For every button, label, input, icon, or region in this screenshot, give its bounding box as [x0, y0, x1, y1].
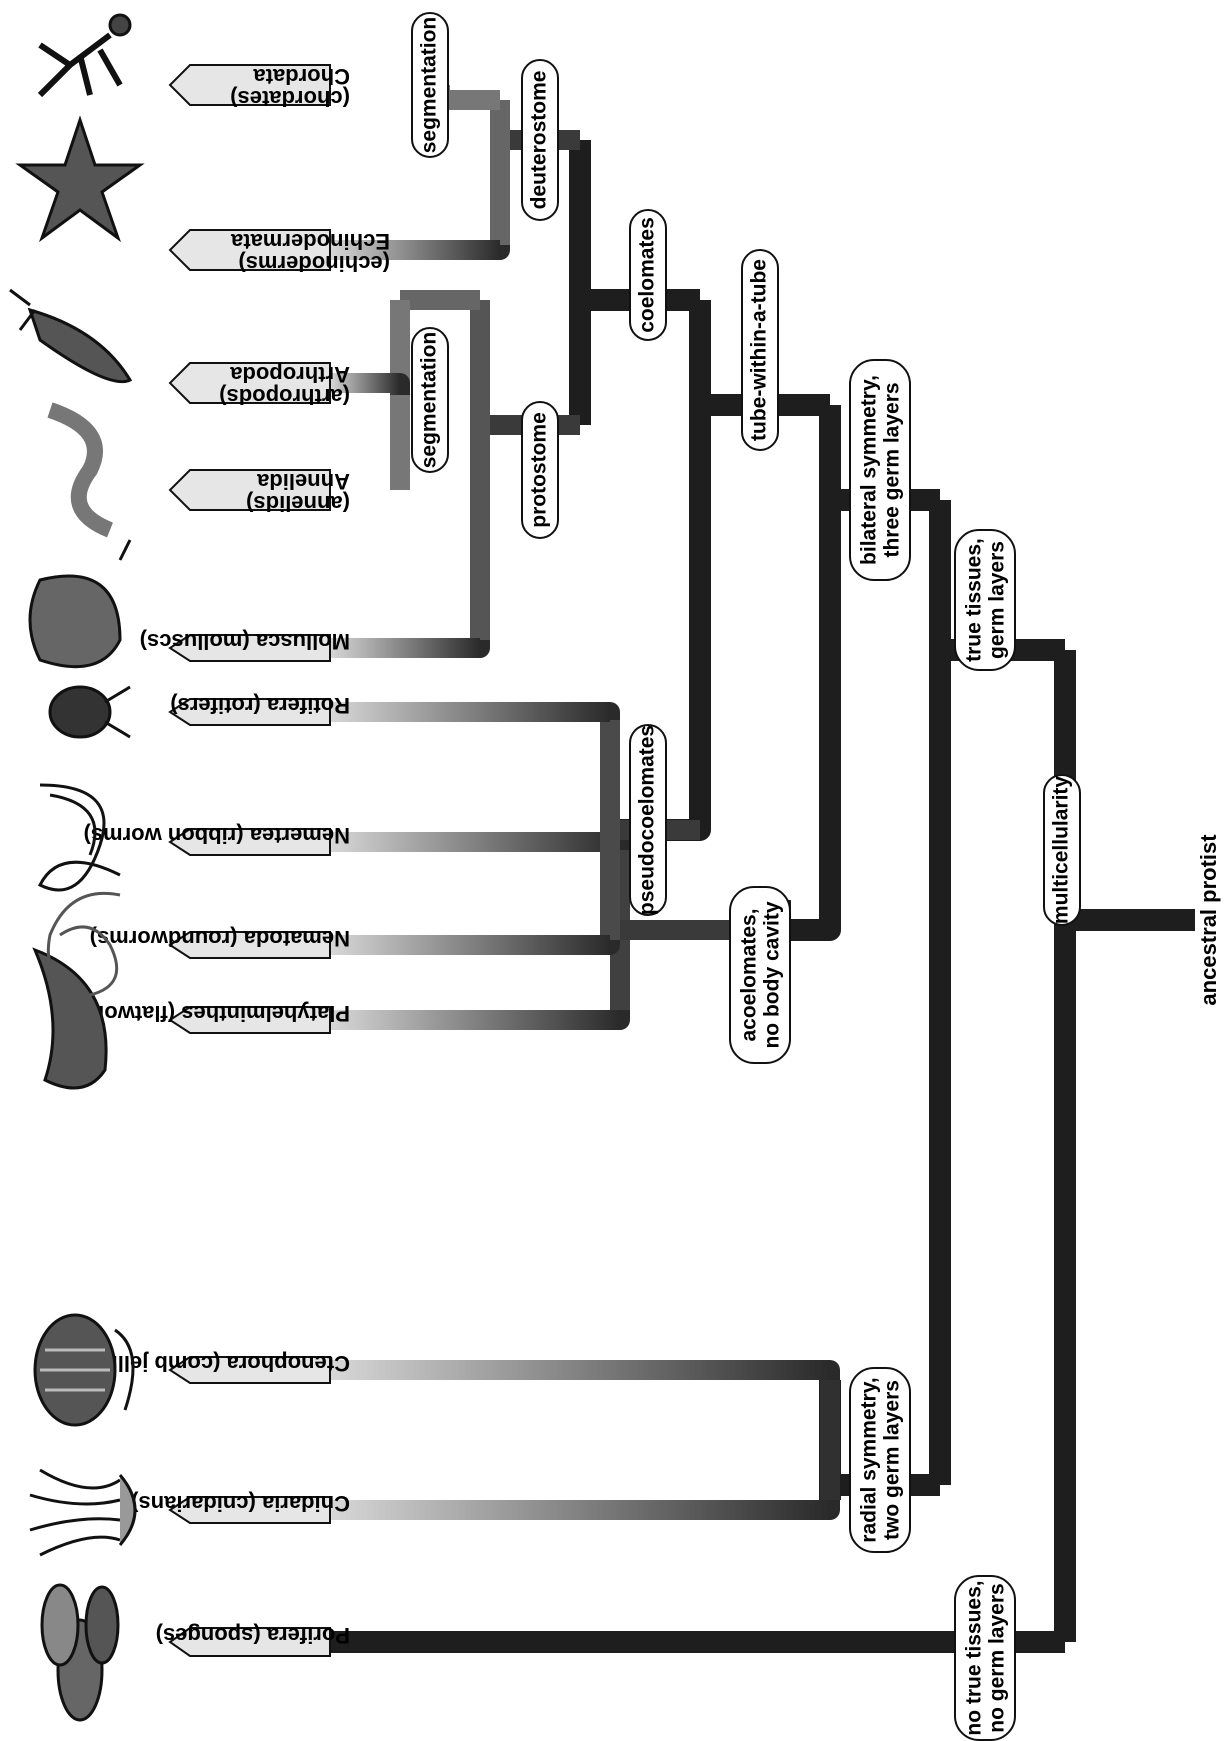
node-deuterostome-label: deuterostome	[528, 71, 551, 210]
node-acoelomates: acoelomates, no body cavity	[730, 887, 790, 1063]
nematoda-branch	[330, 940, 610, 945]
node-tube-label: tube-within-a-tube	[748, 259, 771, 441]
mollusca-branch	[330, 640, 480, 648]
label-arthropoda-1: Arthropoda	[229, 362, 350, 387]
label-echinodermata-2: (echinoderms)	[238, 251, 390, 276]
node-coelomates: coelomates	[630, 210, 666, 340]
node-deuterostome: deuterostome	[522, 60, 558, 220]
label-nematoda: Nematoda (roundworms)	[90, 926, 350, 951]
node-protostome-label: protostome	[528, 412, 551, 528]
node-acoelomates-line2: no body cavity	[761, 901, 784, 1048]
node-segmentation-p-label: segmentation	[418, 332, 441, 469]
node-true-tissues: true tissues, germ layers	[955, 530, 1015, 670]
node-multicellularity: multicellularity	[1044, 775, 1080, 925]
node-radial-symmetry: radial symmetry, two germ layers	[850, 1368, 910, 1552]
cnidaria-branch	[330, 1500, 830, 1510]
label-echinodermata-1: Echinodermata	[230, 229, 390, 254]
label-annelida-1: Annelida	[256, 469, 350, 494]
rotifera-branch	[330, 712, 610, 720]
node-protostome: protostome	[522, 402, 558, 538]
roundworm-icon	[48, 893, 120, 995]
label-arthropoda-2: (arthropods)	[219, 384, 350, 409]
node-bubbles: multicellularity no true tissues, no ger…	[412, 13, 1080, 1740]
node-bilateral-line2: three germ layers	[881, 382, 904, 557]
starfish-icon	[20, 120, 140, 238]
label-ctenophora: Ctenophora (comb jellies)	[80, 1351, 350, 1376]
label-chordata-1: Chordata	[253, 64, 350, 89]
label-annelida-2: (annelids)	[246, 491, 350, 516]
snail-icon	[30, 540, 130, 667]
root-stub	[1150, 910, 1180, 930]
node-radial-line1: radial symmetry,	[858, 1377, 881, 1542]
label-nemertea: Nemertea (ribbon worms)	[84, 823, 351, 848]
node-multicellularity-label: multicellularity	[1050, 776, 1073, 925]
node-no-true-tissues: no true tissues, no germ layers	[955, 1576, 1015, 1740]
node-bilateral-symmetry: bilateral symmetry, three germ layers	[850, 360, 910, 580]
lobster-icon	[10, 290, 130, 382]
human-icon	[40, 15, 130, 95]
node-segmentation-deuterostome: segmentation	[412, 13, 448, 157]
node-bilateral-line1: bilateral symmetry,	[858, 375, 881, 565]
node-true-tissues-line1: true tissues,	[963, 538, 986, 662]
root-label: ancestral protist	[1196, 834, 1221, 1006]
node-no-true-tissues-line1: no true tissues,	[963, 1580, 986, 1735]
node-no-true-tissues-line2: no germ layers	[986, 1583, 1009, 1732]
node-pseudocoelomates: pseudocoelomates	[630, 725, 666, 915]
bilateral-branch-lower	[780, 500, 830, 930]
ctenophora-branch	[330, 1370, 830, 1380]
organism-icons	[10, 15, 140, 1720]
label-cnidaria: Cnidaria (cnidarians)	[131, 1491, 350, 1516]
taxon-labels: Porifera (sponges) Cnidaria (cnidarians)…	[57, 64, 390, 1648]
node-segmentation-protostome: segmentation	[412, 328, 448, 472]
earthworm-icon	[50, 410, 110, 530]
label-rotifera: Rotifera (rotifers)	[170, 693, 350, 718]
arrowheads	[170, 65, 330, 1656]
sponge-icon	[42, 1585, 118, 1720]
node-pseudocoelomates-label: pseudocoelomates	[636, 725, 659, 915]
rotifer-icon	[50, 687, 130, 737]
node-coelomates-label: coelomates	[636, 217, 659, 333]
node-tube-within-a-tube: tube-within-a-tube	[742, 250, 778, 450]
flatworm-icon	[35, 950, 106, 1088]
node-segmentation-d-label: segmentation	[418, 17, 441, 154]
node-radial-line2: two germ layers	[881, 1380, 904, 1540]
label-chordata-2: (chordates)	[230, 86, 350, 111]
node-true-tissues-line2: germ layers	[986, 541, 1009, 659]
jellyfish-icon	[30, 1470, 135, 1555]
nemertea-branch	[330, 842, 620, 850]
label-porifera: Porifera (sponges)	[156, 1623, 350, 1648]
platyhelminthes-branch	[330, 1010, 620, 1020]
label-mollusca: Mollusca (molluscs)	[140, 629, 350, 654]
node-acoelomates-line1: acoelomates,	[738, 908, 761, 1041]
